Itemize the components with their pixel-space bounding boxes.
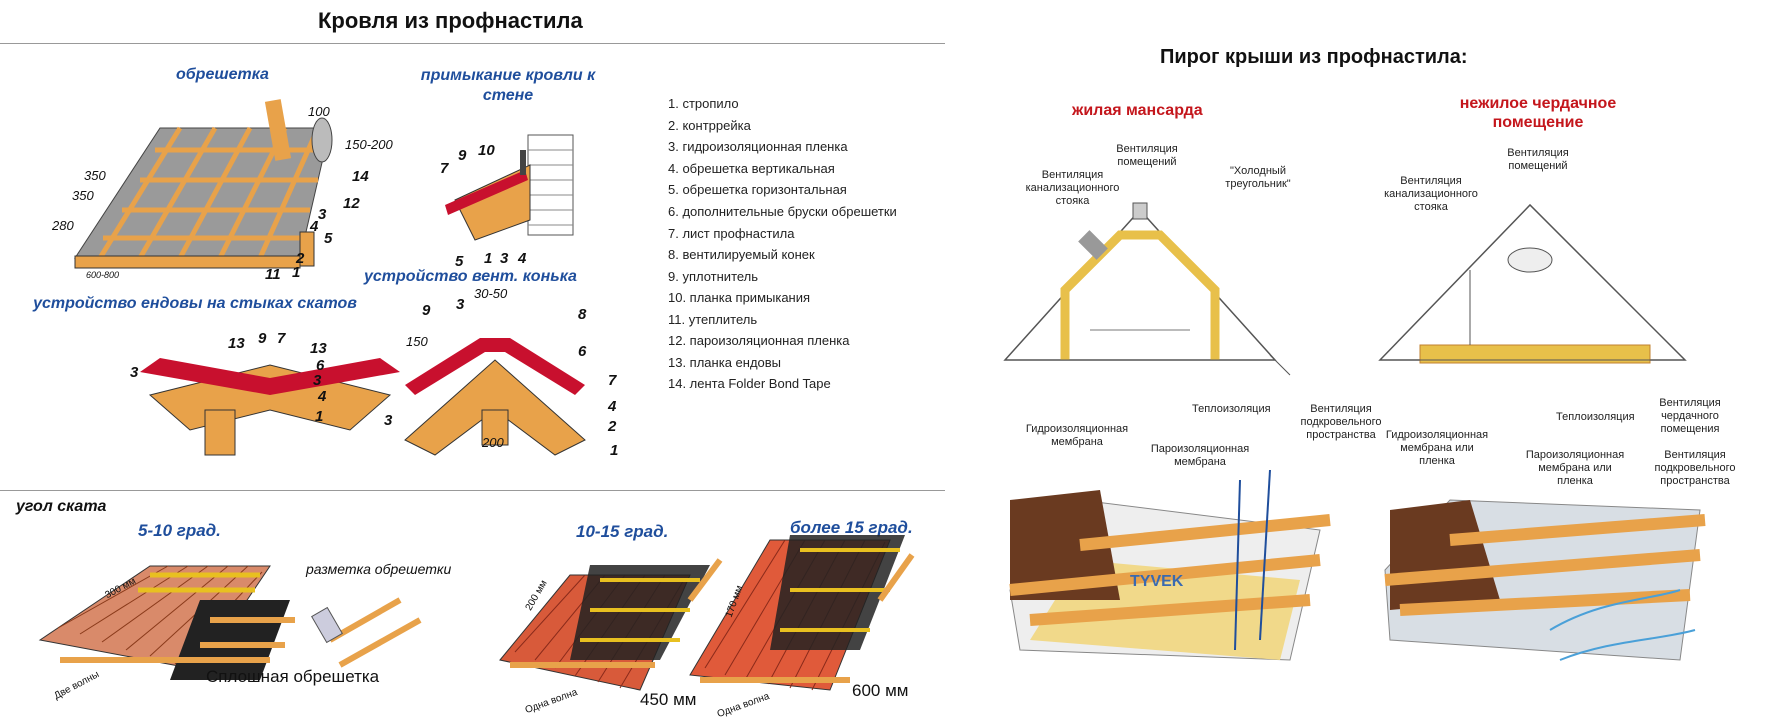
endova-diagram [140, 358, 400, 456]
dim-30-50: 30-50 [474, 286, 508, 301]
nezhiloe-label: нежилое чердачное помещение [1459, 95, 1617, 131]
callout-8: 8 [578, 306, 587, 323]
legend-item: 11. утеплитель [668, 311, 758, 327]
razmetka-label: разметка обрешетки [306, 561, 452, 577]
callout-9: 9 [258, 330, 267, 347]
b-vent-podkr: Вентиляция подкровельного пространства [1654, 449, 1736, 487]
ugol-label: угол ската [16, 498, 107, 515]
callout-1: 1 [292, 264, 301, 281]
g3-label: более 15 град. [790, 518, 913, 537]
right-title: Пирог крыши из профнастила: [1160, 46, 1468, 68]
a-vent-kanal: Вентиляция канализационного стояка [1025, 169, 1120, 207]
legend-item: 14. лента Folder Bond Tape [668, 376, 831, 391]
callout-13: 13 [228, 335, 245, 352]
dim-350b: 350 [72, 188, 94, 203]
callout-11: 11 [265, 266, 281, 283]
legend-item: 2. контррейка [668, 117, 751, 133]
callout-5: 5 [324, 230, 333, 247]
b-vent-pom: Вентиляция помещений [1507, 147, 1569, 172]
legend: 1. стропило 2. контррейка 3. гидроизоляц… [668, 93, 898, 395]
a-vent-pom: Вентиляция помещений [1116, 143, 1178, 168]
callout-2: 2 [296, 250, 305, 267]
callout-4: 4 [608, 398, 617, 415]
callout-7: 7 [608, 372, 617, 389]
callout-3: 3 [318, 206, 327, 223]
legend-item: 10. планка примыкания [668, 290, 811, 305]
a-paro: Пароизоляционная мембрана [1150, 443, 1250, 468]
callout-4: 4 [518, 250, 527, 267]
divider-top [0, 43, 945, 44]
b-vent-kanal: Вентиляция канализационного стояка [1384, 175, 1478, 213]
legend-item: 3. гидроизоляционная пленка [668, 139, 848, 154]
b-teplo: Теплоизоляция [1556, 411, 1635, 423]
dim-200: 200 [482, 435, 504, 450]
mm450-label: 450 мм [640, 690, 697, 709]
dim-150: 150 [406, 334, 428, 349]
callout-3: 3 [384, 412, 393, 429]
legend-item: 6. дополнительные бруски обрешетки [668, 203, 897, 219]
a-teplo: Теплоизоляция [1192, 403, 1271, 415]
callout-1: 1 [610, 442, 619, 459]
g1-label: 5-10 град. [138, 521, 221, 540]
konek-label: устройство вент. конька [364, 268, 577, 285]
callout-12: 12 [343, 195, 360, 212]
b-paro: Пароизоляционная мембрана или пленка [1525, 449, 1625, 487]
b-vent-cherd: Вентиляция чердачного помещения [1659, 397, 1721, 435]
callout-14: 14 [352, 168, 369, 185]
dim-350a: 350 [84, 168, 106, 183]
primykanie-label: примыкание кровли к стене [420, 67, 596, 104]
callout-10: 10 [478, 142, 495, 159]
a-gidro: Гидроизоляционная мембрана [1025, 423, 1129, 448]
a-vent-podkr: Вентиляция подкровельного пространства [1300, 403, 1382, 441]
legend-item: 5. обрешетка горизонтальная [668, 182, 847, 197]
callout-3: 3 [313, 372, 322, 389]
primykanie-diagram [445, 134, 574, 241]
callout-9: 9 [458, 147, 467, 164]
legend-item: 12. пароизоляционная пленка [668, 333, 850, 348]
legend-item: 4. обрешетка вертикальная [668, 160, 835, 176]
callout-1: 1 [315, 408, 324, 425]
dim-600-800: 600-800 [86, 270, 120, 280]
callout-5: 5 [455, 253, 464, 270]
dim-280: 280 [52, 218, 74, 233]
callout-13: 13 [310, 340, 327, 357]
callout-9: 9 [422, 302, 431, 319]
divider-middle [0, 490, 945, 491]
callout-6: 6 [578, 343, 587, 360]
konek-diagram [404, 338, 586, 456]
legend-item: 1. стропило [668, 96, 739, 111]
legend-item: 7. лист профнастила [668, 225, 795, 241]
endova-label: устройство ендовы на стыках скатов [33, 295, 357, 312]
a-holodny: "Холодный треугольник" [1225, 165, 1291, 190]
callout-2: 2 [608, 418, 617, 435]
zhilaya-label: жилая мансарда [1072, 102, 1203, 119]
legend-item: 9. уплотнитель [668, 268, 759, 284]
callout-3: 3 [500, 250, 509, 267]
mm600-label: 600 мм [852, 681, 909, 700]
b-gidro: Гидроизоляционная мембрана или пленка [1385, 429, 1489, 467]
a-tyvek: TYVEK [1130, 573, 1184, 590]
legend-item: 8. вентилируемый конек [668, 247, 815, 262]
legend-item: 13. планка ендовы [668, 354, 782, 370]
callout-3: 3 [456, 296, 465, 313]
callout-4: 4 [310, 218, 319, 235]
sploshnaya-label: Сплошная обрешетка [206, 667, 380, 686]
callout-1: 1 [484, 250, 493, 267]
slope-drawings [38, 535, 915, 691]
callout-7: 7 [277, 330, 286, 347]
left-title: Кровля из профнастила [318, 8, 583, 33]
g2-label: 10-15 град. [576, 522, 669, 541]
obreshetka-diagram [74, 99, 333, 269]
dim-100: 100 [308, 104, 330, 119]
obreshetka-label: обрешетка [176, 66, 269, 83]
dim-150-200: 150-200 [345, 137, 393, 152]
callout-6: 6 [316, 357, 325, 374]
callout-3: 3 [130, 364, 139, 381]
callout-7: 7 [440, 160, 449, 177]
callout-4: 4 [318, 388, 327, 405]
